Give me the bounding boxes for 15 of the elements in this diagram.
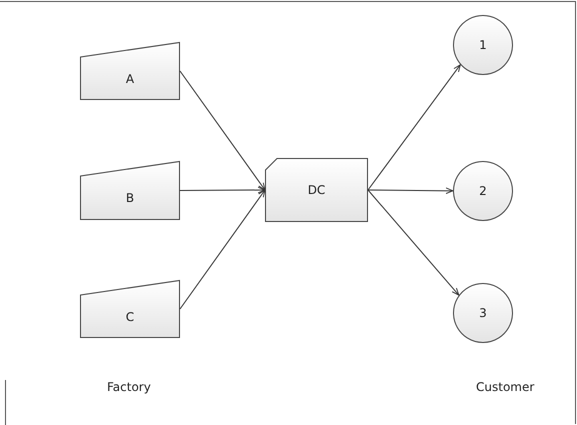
node-label: 3 xyxy=(479,306,487,320)
arrow xyxy=(368,190,460,296)
arrow xyxy=(368,188,454,194)
arrow xyxy=(180,70,266,190)
arrow xyxy=(180,190,266,310)
node-label: 2 xyxy=(479,184,487,198)
node-label: C xyxy=(126,310,134,324)
column-label: Factory xyxy=(107,380,151,394)
column-label: Customer xyxy=(476,380,534,394)
node-label: 1 xyxy=(479,38,487,52)
node-label: B xyxy=(126,191,134,205)
node-label: DC xyxy=(308,183,326,197)
arrow xyxy=(180,186,266,194)
arrow xyxy=(368,64,461,190)
node-label: A xyxy=(126,72,134,86)
